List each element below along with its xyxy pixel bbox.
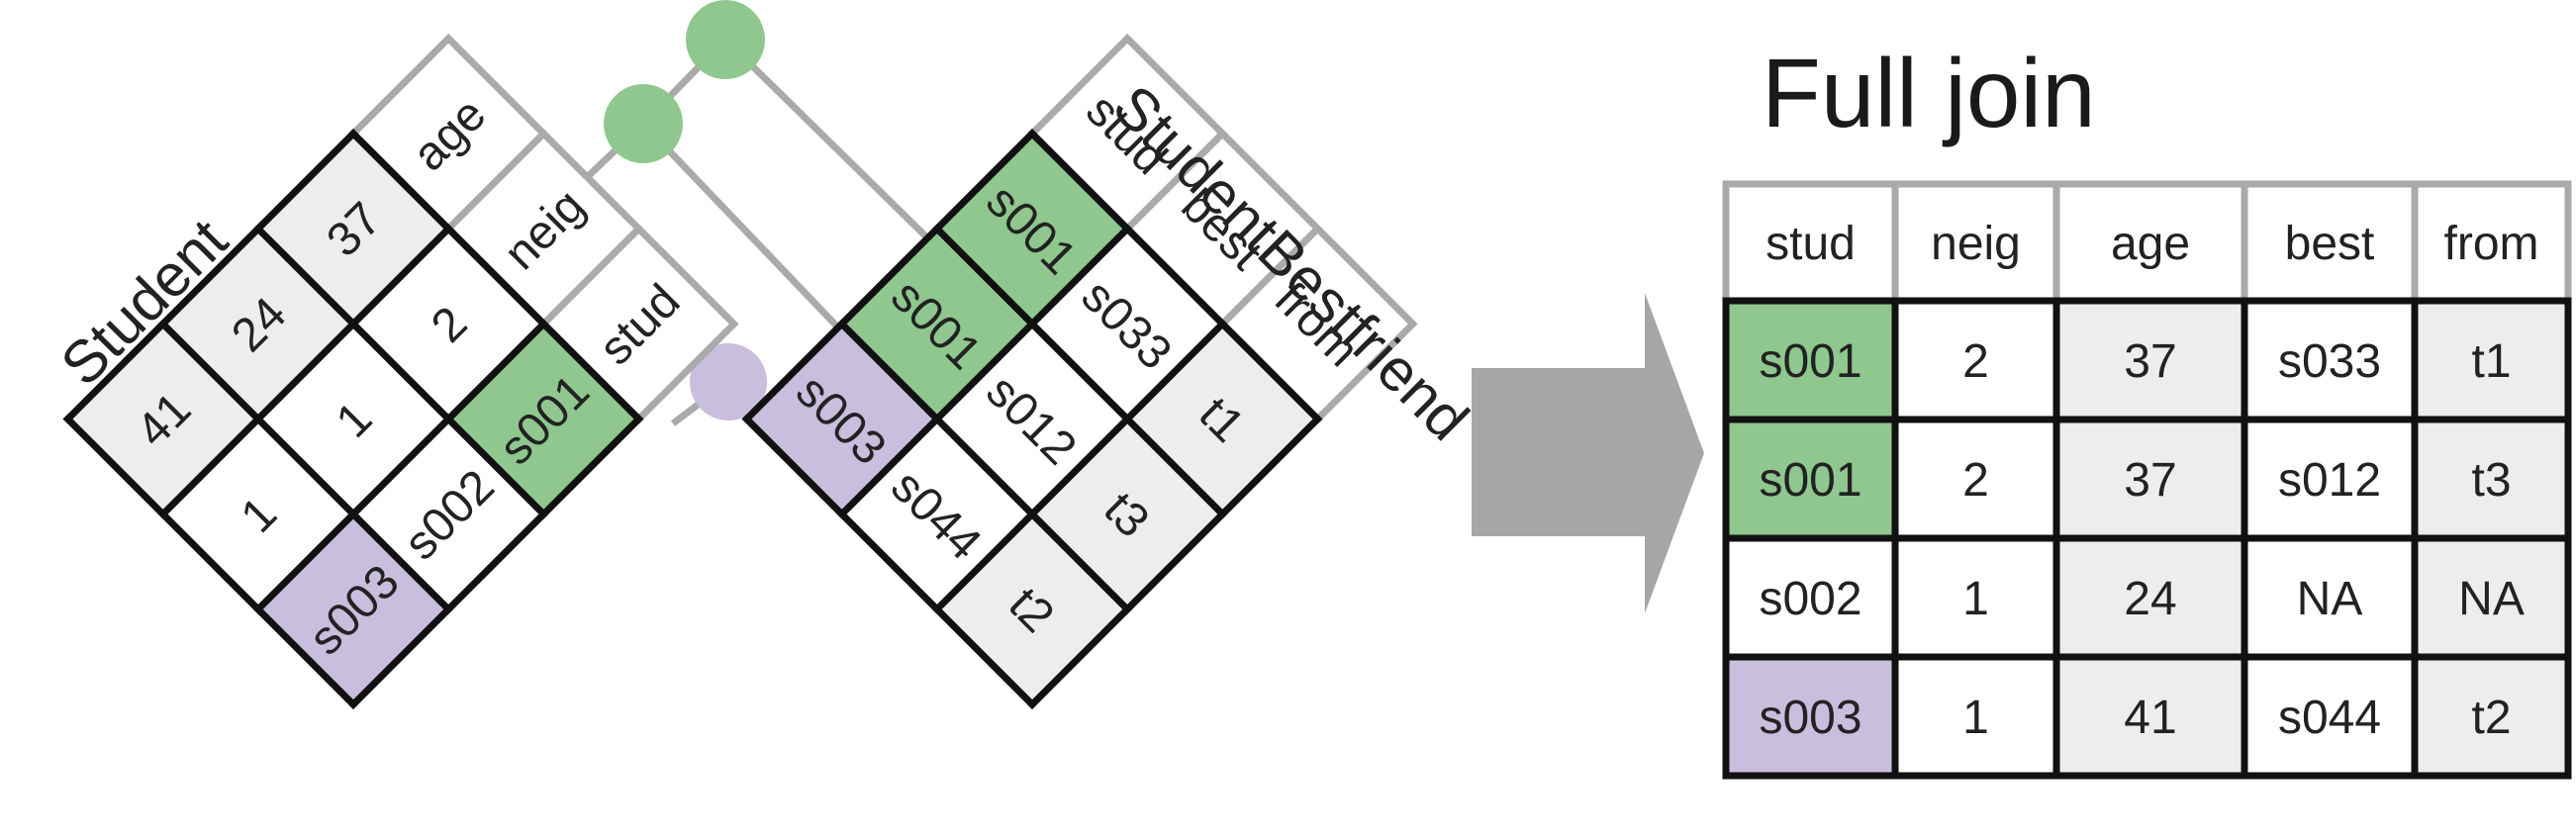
- result-cell: 2: [1962, 335, 1989, 388]
- result-cell: s001: [1759, 335, 1861, 388]
- result-cell-bg: [1895, 538, 2056, 657]
- result-header-age: age: [2111, 218, 2190, 270]
- result-cell-bg: [1726, 301, 1895, 420]
- result-cell: NA: [2458, 573, 2525, 625]
- student-grid-line: [252, 319, 549, 614]
- student-grid-line: [157, 224, 454, 519]
- match-dot-green: [686, 0, 765, 79]
- student-grid-line: [62, 129, 358, 424]
- result-cell-bg: [2244, 301, 2415, 420]
- result-cell: t1: [2471, 335, 2511, 388]
- student-grid-line: [348, 129, 644, 424]
- result-cell: 24: [2124, 573, 2176, 625]
- result-header-neig: neig: [1931, 218, 2021, 270]
- bestfriend-grid-line: [931, 319, 1228, 614]
- result-cell-bg: [2056, 301, 2244, 420]
- result-cell-bg: [2056, 538, 2244, 657]
- bestfriend-grid-line: [741, 414, 1037, 709]
- result-cell: s003: [1759, 692, 1861, 744]
- result-cell: 41: [2124, 692, 2176, 744]
- student-grid-line: [348, 414, 644, 709]
- result-cell-bg: [2244, 538, 2415, 657]
- bestfriend-grid-line: [836, 319, 1133, 614]
- student-grid-line: [157, 319, 454, 614]
- bestfriend-grid-line: [1027, 414, 1323, 709]
- result-cell-bg: [2056, 420, 2244, 538]
- result-cell: 1: [1962, 692, 1989, 744]
- result-cell-bg: [2244, 657, 2415, 776]
- result-cell: t2: [2471, 692, 2511, 744]
- result-cell: 37: [2124, 454, 2176, 507]
- result-header-best: best: [2285, 218, 2375, 270]
- result-cell-bg: [1895, 301, 2056, 420]
- match-dot-purple: [690, 343, 767, 420]
- result-header-from: from: [2444, 218, 2539, 270]
- result-cell: s033: [2278, 335, 2381, 388]
- result-cell: s044: [2278, 692, 2381, 744]
- result-header-cell: [1722, 180, 1899, 305]
- result-cell: s012: [2278, 454, 2381, 507]
- match-connectors: [492, 0, 950, 426]
- result-header-stud: stud: [1765, 218, 1856, 270]
- bestfriend-grid-line: [741, 129, 1037, 424]
- result-table: stud neig age best from s001 2 37 s033 t1 s001 2 37 s…: [1722, 180, 2572, 780]
- result-cell-bg: [1726, 657, 1895, 776]
- student-grid-line: [252, 224, 549, 519]
- result-cell-bg: [2415, 538, 2568, 657]
- student-grid-line: [62, 414, 358, 709]
- result-cell: NA: [2297, 573, 2363, 625]
- bestfriend-grid-line: [931, 224, 1228, 519]
- result-cell: 2: [1962, 454, 1989, 507]
- result-header-cell: [2411, 180, 2572, 305]
- result-cell: s001: [1759, 454, 1861, 507]
- result-cell: 1: [1962, 573, 1989, 625]
- result-cell-bg: [2415, 420, 2568, 538]
- result-cell-bg: [1726, 420, 1895, 538]
- connector-line: [722, 37, 950, 260]
- result-title: Full join: [1762, 39, 2096, 147]
- result-cell-bg: [1726, 538, 1895, 657]
- result-cell-bg: [1895, 420, 2056, 538]
- result-cell-bg: [2056, 657, 2244, 776]
- arrow-icon: [1472, 293, 1704, 613]
- bestfriend-table: studbestfroms001s033t1s001s012t3s003s044…: [741, 33, 1418, 709]
- bestfriend-grid-line: [1027, 129, 1323, 424]
- match-dot-green: [604, 84, 683, 163]
- result-cell-bg: [2415, 301, 2568, 420]
- connector-line: [640, 121, 859, 349]
- result-cell-bg: [2415, 657, 2568, 776]
- result-cell: s002: [1759, 573, 1861, 625]
- result-cell-bg: [1895, 657, 2056, 776]
- result-header-cell: [2241, 180, 2419, 305]
- result-cell-bg: [2244, 420, 2415, 538]
- result-cell: 37: [2124, 335, 2176, 388]
- bestfriend-grid-line: [836, 224, 1133, 519]
- result-cell: t3: [2471, 454, 2511, 507]
